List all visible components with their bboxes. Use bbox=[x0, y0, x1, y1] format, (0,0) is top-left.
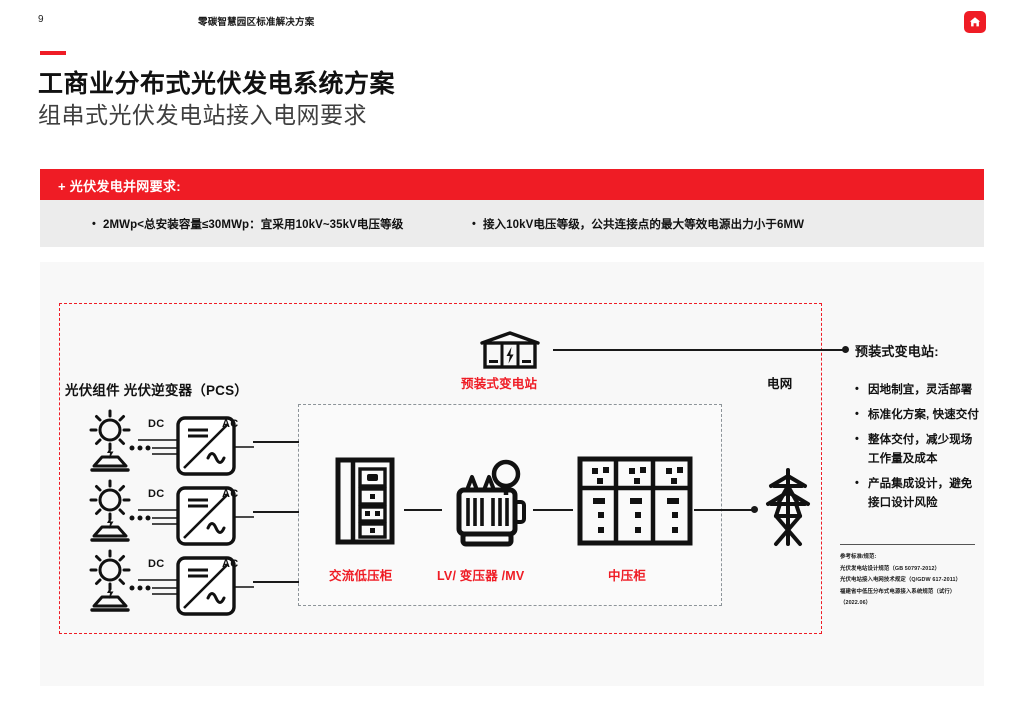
document-title: 零碳智慧园区标准解决方案 bbox=[198, 17, 315, 28]
ac-low-voltage-cabinet-icon bbox=[334, 456, 396, 551]
home-icon bbox=[964, 11, 986, 33]
requirements-band: + 光伏发电并网要求: bbox=[40, 169, 984, 200]
equipment-label: LV/ 变压器 /MV bbox=[437, 569, 525, 583]
requirement-item: 2MWp<总安装容量≤30MWp：宜采用10kV~35kV电压等级 bbox=[92, 216, 403, 232]
substation-callout-dot bbox=[842, 346, 849, 353]
info-panel-bullets: 因地制宜，灵活部署 标准化方案, 快速交付 整体交付，减少现场工作量及成本 产品… bbox=[855, 380, 983, 519]
pv-row-label: 光伏组件 光伏逆变器（PCS） bbox=[65, 383, 249, 398]
transformer-icon bbox=[446, 450, 536, 555]
requirements-body: 2MWp<总安装容量≤30MWp：宜采用10kV~35kV电压等级 接入10kV… bbox=[40, 200, 984, 247]
title-accent-dash bbox=[40, 51, 66, 55]
dc-label: DC bbox=[148, 488, 165, 500]
ac-label: AC bbox=[222, 488, 239, 500]
cabinet-to-transformer-line bbox=[404, 509, 442, 511]
mv-to-grid-line bbox=[694, 509, 754, 511]
ac-label: AC bbox=[222, 558, 239, 570]
power-tower-icon bbox=[762, 466, 814, 553]
page-title: 工商业分布式光伏发电系统方案 bbox=[38, 70, 396, 98]
inverter-to-cabinet-line bbox=[253, 511, 299, 513]
equipment-label: 交流低压柜 bbox=[329, 569, 393, 583]
prefab-substation-icon bbox=[479, 330, 541, 375]
info-bullet: 标准化方案, 快速交付 bbox=[855, 405, 983, 425]
pv-inverter-row: DC AC bbox=[82, 474, 312, 548]
equipment-label: 中压柜 bbox=[608, 569, 647, 583]
pv-inverter-row: DC AC bbox=[82, 404, 312, 478]
substation-label: 预装式变电站 bbox=[461, 377, 538, 391]
substation-connector-line bbox=[553, 349, 843, 351]
reference-item: 福建省中低压分布式电源接入系统规范（试行） bbox=[840, 588, 956, 595]
page-number: 9 bbox=[38, 14, 44, 25]
system-boundary-dashed-box bbox=[59, 303, 822, 634]
info-panel-title: 预装式变电站: bbox=[855, 344, 939, 359]
reference-divider bbox=[840, 544, 975, 545]
reference-item: （2022.06） bbox=[840, 600, 872, 607]
reference-item: 光伏发电站设计规范（GB 50797-2012） bbox=[840, 565, 941, 572]
inverter-to-cabinet-line bbox=[253, 441, 299, 443]
grid-label: 电网 bbox=[767, 377, 793, 391]
dc-label: DC bbox=[148, 558, 165, 570]
reference-heading: 参考标准/规范: bbox=[840, 554, 877, 560]
info-bullet: 整体交付，减少现场工作量及成本 bbox=[855, 430, 983, 469]
info-bullet: 产品集成设计，避免接口设计风险 bbox=[855, 474, 983, 513]
pv-inverter-row: DC AC bbox=[82, 544, 312, 618]
reference-list: 参考标准/规范: 光伏发电站设计规范（GB 50797-2012） 光伏电站接入… bbox=[840, 552, 990, 610]
reference-item: 光伏电站接入电网技术规定（Q/GDW 617-2011） bbox=[840, 577, 962, 584]
dc-label: DC bbox=[148, 418, 165, 430]
requirement-item: 接入10kV电压等级，公共连接点的最大等效电源出力小于6MW bbox=[472, 216, 804, 232]
medium-voltage-cabinet-icon bbox=[576, 455, 694, 552]
page-subtitle: 组串式光伏发电站接入电网要求 bbox=[38, 102, 367, 128]
grid-connection-dot bbox=[751, 506, 758, 513]
transformer-to-mv-line bbox=[533, 509, 573, 511]
requirements-band-label: + 光伏发电并网要求: bbox=[58, 179, 181, 194]
inverter-to-cabinet-line bbox=[253, 581, 299, 583]
ac-label: AC bbox=[222, 418, 239, 430]
info-bullet: 因地制宜，灵活部署 bbox=[855, 380, 983, 400]
